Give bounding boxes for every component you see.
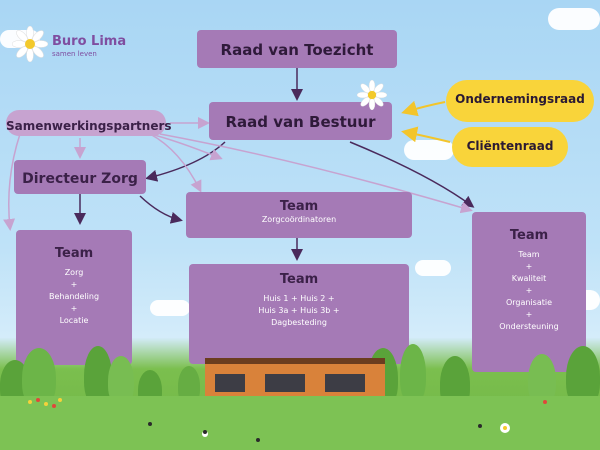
node-label: Samenwerkingspartners (6, 119, 172, 133)
node-directeur-zorg: Directeur Zorg (14, 160, 146, 194)
team-line: Huis 1 + Huis 2 + (263, 294, 335, 303)
team-line: Huis 3a + Huis 3b + (258, 306, 340, 315)
logo-name: Buro Lima (52, 34, 127, 49)
team-title: Team (279, 199, 319, 214)
team-line: Team (518, 250, 540, 259)
team-line: + (525, 310, 533, 319)
cloud (415, 260, 451, 276)
node-label: Raad van Bestuur (225, 113, 376, 131)
team-title: Team (279, 272, 319, 287)
team-line: Dagbesteding (271, 318, 327, 327)
node-team-kwaliteit: Team Team + Kwaliteit + Organisatie + On… (472, 212, 586, 372)
cloud (404, 140, 454, 160)
node-team-zorgcoordinatoren: Team Zorgcoördinatoren (186, 192, 412, 238)
team-subtitle: Zorgcoördinatoren (261, 215, 337, 224)
daisy-icon (357, 80, 387, 110)
team-line: Kwaliteit (511, 274, 547, 283)
landscape (0, 340, 600, 450)
team-line: Locatie (59, 316, 89, 325)
node-raad-van-toezicht: Raad van Toezicht (197, 30, 397, 68)
team-line: Zorg (64, 268, 84, 277)
team-line: + (70, 280, 78, 289)
node-team-zorg: Team Zorg + Behandeling + Locatie (16, 230, 132, 365)
node-label: Raad van Toezicht (220, 41, 374, 59)
team-line: Ondersteuning (499, 322, 559, 331)
team-line: + (525, 262, 533, 271)
team-line: Organisatie (505, 298, 553, 307)
node-samenwerkingspartners: Samenwerkingspartners (6, 110, 172, 136)
daisy-logo-icon (12, 26, 48, 62)
team-title: Team (54, 246, 94, 261)
flowers (28, 398, 547, 442)
node-team-huizen: Team Huis 1 + Huis 2 + Huis 3a + Huis 3b… (189, 264, 409, 364)
cloud (150, 300, 190, 316)
team-title: Team (509, 228, 549, 243)
node-raad-van-bestuur: Raad van Bestuur (209, 102, 392, 140)
cloud (548, 8, 600, 30)
grass (0, 396, 600, 450)
team-line: + (525, 286, 533, 295)
node-label: Ondernemingsraad (455, 92, 585, 106)
node-clientenraad: Cliëntenraad (452, 127, 568, 167)
node-label: Directeur Zorg (22, 171, 138, 187)
node-label: Cliëntenraad (466, 139, 554, 153)
node-ondernemingsraad: Ondernemingsraad (446, 80, 594, 122)
team-line: Behandeling (48, 292, 100, 301)
team-line: + (70, 304, 78, 313)
tree (400, 344, 426, 404)
logo-tagline: samen leven (52, 50, 97, 58)
